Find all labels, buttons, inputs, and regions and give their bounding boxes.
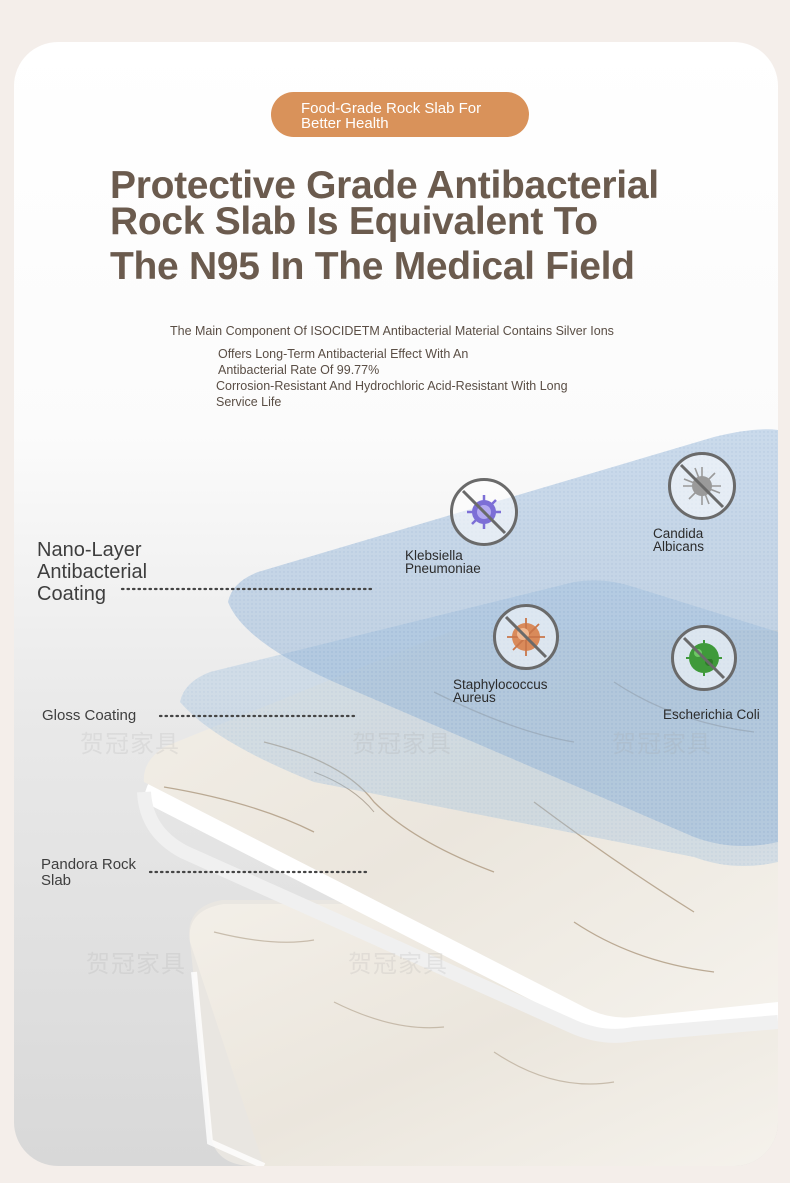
subtext-line-3: Corrosion-Resistant And Hydrochloric Aci… (216, 379, 568, 409)
subtext-line-1: The Main Component Of ISOCIDETM Antibact… (170, 324, 614, 338)
watermark-2: 贺冠家具 (348, 951, 448, 978)
headline-line-2: Rock Slab Is Equivalent To (110, 200, 598, 243)
pandora-rock-slab-label: Pandora Rock Slab (41, 856, 137, 889)
gloss-coating-label: Gloss Coating (42, 707, 137, 724)
headline-line-1: Protective Grade Antibacterial (110, 164, 659, 207)
ecoli-label: Escherichia Coli (663, 707, 760, 722)
subtext-line-2: Offers Long-Term Antibacterial Effect Wi… (218, 347, 469, 377)
candida-label: Candida Albicans (653, 526, 705, 554)
klebsiella-label: Klebsiella Pneumoniae (405, 548, 481, 576)
watermark-1: 贺冠家具 (86, 951, 186, 978)
staphylococcus-icon (493, 604, 559, 670)
badge-line-2: Better Health (301, 115, 389, 132)
nano-layer-label: Nano-Layer Antibacterial Coating (37, 539, 148, 605)
candida-icon (668, 452, 736, 520)
watermark-5: 贺冠家具 (612, 731, 712, 758)
watermark-3: 贺冠家具 (80, 731, 180, 758)
product-card: 贺冠家具 贺冠家具 贺冠家具 贺冠家具 贺冠家具 Food-Grade Rock… (14, 42, 778, 1166)
watermark-4: 贺冠家具 (352, 731, 452, 758)
slab-layers-illustration (120, 429, 778, 1166)
headline-line-3: The N95 In The Medical Field (110, 245, 635, 288)
page-title: Protective Grade Antibacterial Rock Slab… (110, 164, 770, 288)
badge-line-1: Food-Grade Rock Slab For (301, 100, 482, 117)
ecoli-icon (671, 625, 737, 691)
klebsiella-icon (450, 478, 518, 546)
food-grade-badge: Food-Grade Rock Slab For Better Health (271, 92, 529, 137)
staphylococcus-label: Staphylococcus Aureus (453, 677, 548, 705)
